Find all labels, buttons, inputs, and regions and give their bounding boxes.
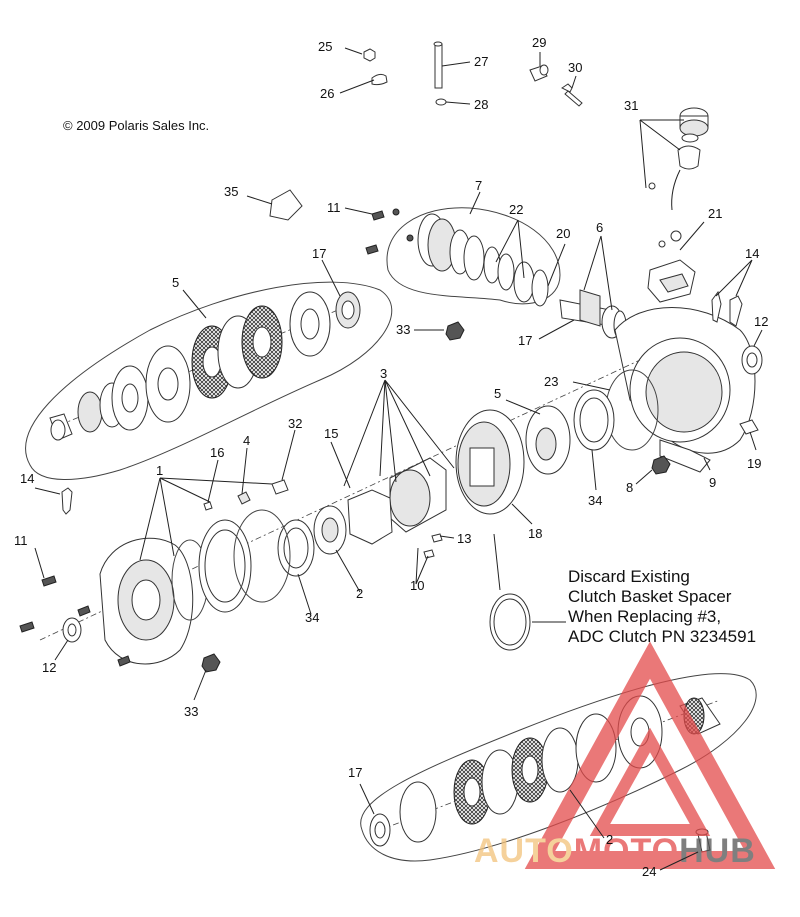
callout-8: 8 bbox=[626, 480, 633, 495]
callout-31: 31 bbox=[624, 98, 638, 113]
output-shaft-and-housing bbox=[559, 230, 763, 475]
clutch-pack-5-bubble bbox=[25, 281, 393, 480]
callout-2-mid: 2 bbox=[356, 586, 363, 601]
callout-27: 27 bbox=[474, 54, 488, 69]
watermark-triangle-inner bbox=[589, 727, 711, 836]
leader-lines bbox=[34, 47, 763, 871]
callout-4: 4 bbox=[243, 433, 250, 448]
left-cover-1 bbox=[19, 189, 465, 673]
callout-26: 26 bbox=[320, 86, 334, 101]
callout-17-top: 17 bbox=[312, 246, 326, 261]
replacement-note: Discard Existing Clutch Basket Spacer Wh… bbox=[568, 567, 756, 646]
callout-5-right: 5 bbox=[494, 386, 501, 401]
callout-22: 22 bbox=[509, 202, 523, 217]
note-line-1: Discard Existing bbox=[568, 567, 690, 586]
callout-15: 15 bbox=[324, 426, 338, 441]
watermark-moto: MOTO bbox=[574, 832, 679, 870]
callout-33-left: 33 bbox=[184, 704, 198, 719]
svg-text:AUTOMOTOHUB: AUTOMOTOHUB bbox=[474, 832, 756, 870]
callout-34-left: 34 bbox=[305, 610, 319, 625]
callout-17-mid: 17 bbox=[518, 333, 532, 348]
callout-34-right: 34 bbox=[588, 493, 602, 508]
callout-17-bottom: 17 bbox=[348, 765, 362, 780]
callout-2-bottom: 2 bbox=[606, 832, 613, 847]
callout-12-right: 12 bbox=[754, 314, 768, 329]
callout-35: 35 bbox=[224, 184, 238, 199]
callout-29: 29 bbox=[532, 35, 546, 50]
callout-14-right: 14 bbox=[745, 246, 759, 261]
callout-13: 13 bbox=[457, 531, 471, 546]
callout-3: 3 bbox=[380, 366, 387, 381]
note-line-2: Clutch Basket Spacer bbox=[568, 587, 732, 606]
callout-11-top: 11 bbox=[327, 200, 341, 215]
callout-30: 30 bbox=[568, 60, 582, 75]
callout-1: 1 bbox=[156, 463, 163, 478]
note-line-4: ADC Clutch PN 3234591 bbox=[568, 627, 756, 646]
callout-33-top: 33 bbox=[396, 322, 410, 337]
callout-23: 23 bbox=[544, 374, 558, 389]
callout-11-left: 11 bbox=[14, 533, 28, 548]
callout-numbers: 25 26 27 28 29 30 31 35 11 7 22 20 6 21 … bbox=[14, 35, 768, 879]
callout-21: 21 bbox=[708, 206, 722, 221]
callout-9: 9 bbox=[709, 475, 716, 490]
callout-6: 6 bbox=[596, 220, 603, 235]
note-line-3: When Replacing #3, bbox=[568, 607, 721, 626]
top-small-parts bbox=[363, 41, 709, 211]
callout-10: 10 bbox=[410, 578, 424, 593]
watermark-auto: AUTO bbox=[474, 832, 574, 870]
callout-24: 24 bbox=[642, 864, 656, 879]
callout-25: 25 bbox=[318, 39, 332, 54]
callout-20: 20 bbox=[556, 226, 570, 241]
assembly-7-bubble bbox=[365, 207, 561, 307]
watermark-hub: HUB bbox=[679, 832, 756, 870]
watermark-triangle-outer bbox=[524, 641, 776, 869]
callout-5-left: 5 bbox=[172, 275, 179, 290]
callout-14-left: 14 bbox=[20, 471, 34, 486]
callout-19: 19 bbox=[747, 456, 761, 471]
callout-12-left: 12 bbox=[42, 660, 56, 675]
callout-18: 18 bbox=[528, 526, 542, 541]
watermark-logo: AUTOMOTOHUB bbox=[474, 641, 776, 870]
callout-7: 7 bbox=[475, 178, 482, 193]
callout-28: 28 bbox=[474, 97, 488, 112]
copyright-text: © 2009 Polaris Sales Inc. bbox=[63, 118, 209, 133]
clutch-basket-assembly bbox=[39, 359, 641, 651]
callout-16: 16 bbox=[210, 445, 224, 460]
callout-32: 32 bbox=[288, 416, 302, 431]
